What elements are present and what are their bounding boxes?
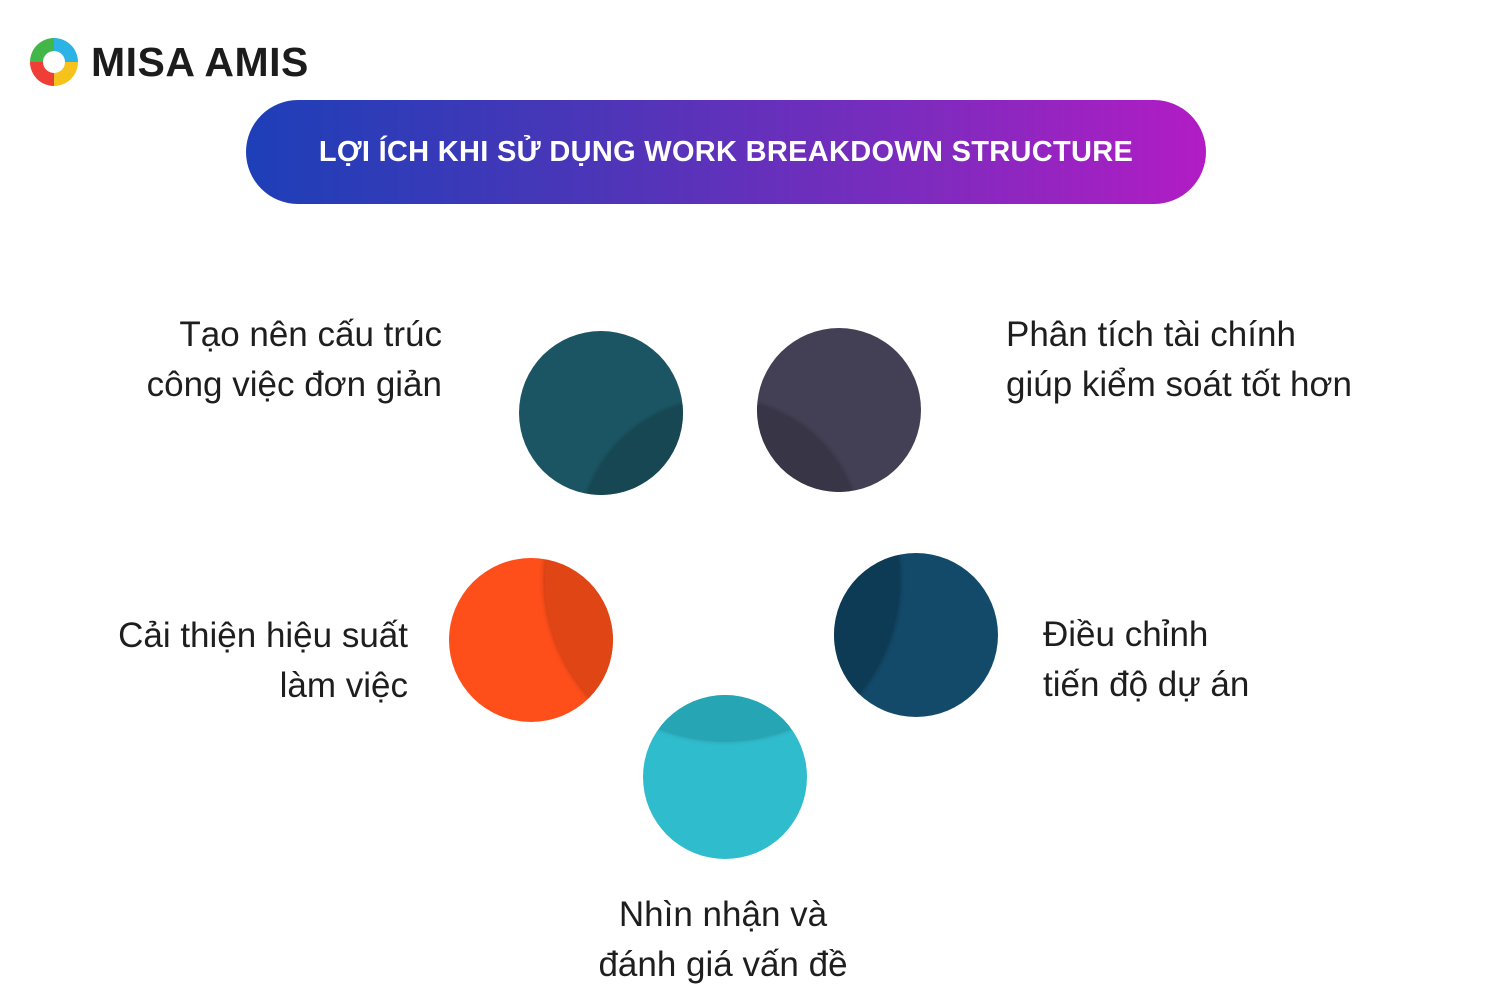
- title-banner: LỢI ÍCH KHI SỬ DỤNG WORK BREAKDOWN STRUC…: [246, 100, 1206, 204]
- misa-amis-logo-icon: [29, 37, 79, 87]
- brand-logo: MISA AMIS: [27, 34, 309, 90]
- benefit-circle-finance: [757, 328, 921, 492]
- benefit-circle-schedule: [834, 553, 998, 717]
- banner-title: LỢI ÍCH KHI SỬ DỤNG WORK BREAKDOWN STRUC…: [318, 135, 1134, 168]
- benefit-circle-evaluation: [643, 695, 807, 859]
- benefit-circle-structure: [519, 331, 683, 495]
- benefit-label-evaluation: Nhìn nhận và đánh giá vấn đề: [598, 895, 848, 984]
- benefit-circle-performance: [449, 558, 613, 722]
- benefit-label-finance: Phân tích tài chính giúp kiểm soát tốt h…: [1006, 315, 1352, 404]
- benefit-label-structure: Tạo nên cấu trúc công việc đơn giản: [146, 315, 442, 404]
- benefit-label-schedule: Điều chỉnh tiến độ dự án: [1043, 615, 1250, 704]
- brand-name: MISA AMIS: [91, 38, 309, 85]
- benefit-label-performance: Cải thiện hiệu suất làm việc: [118, 616, 408, 705]
